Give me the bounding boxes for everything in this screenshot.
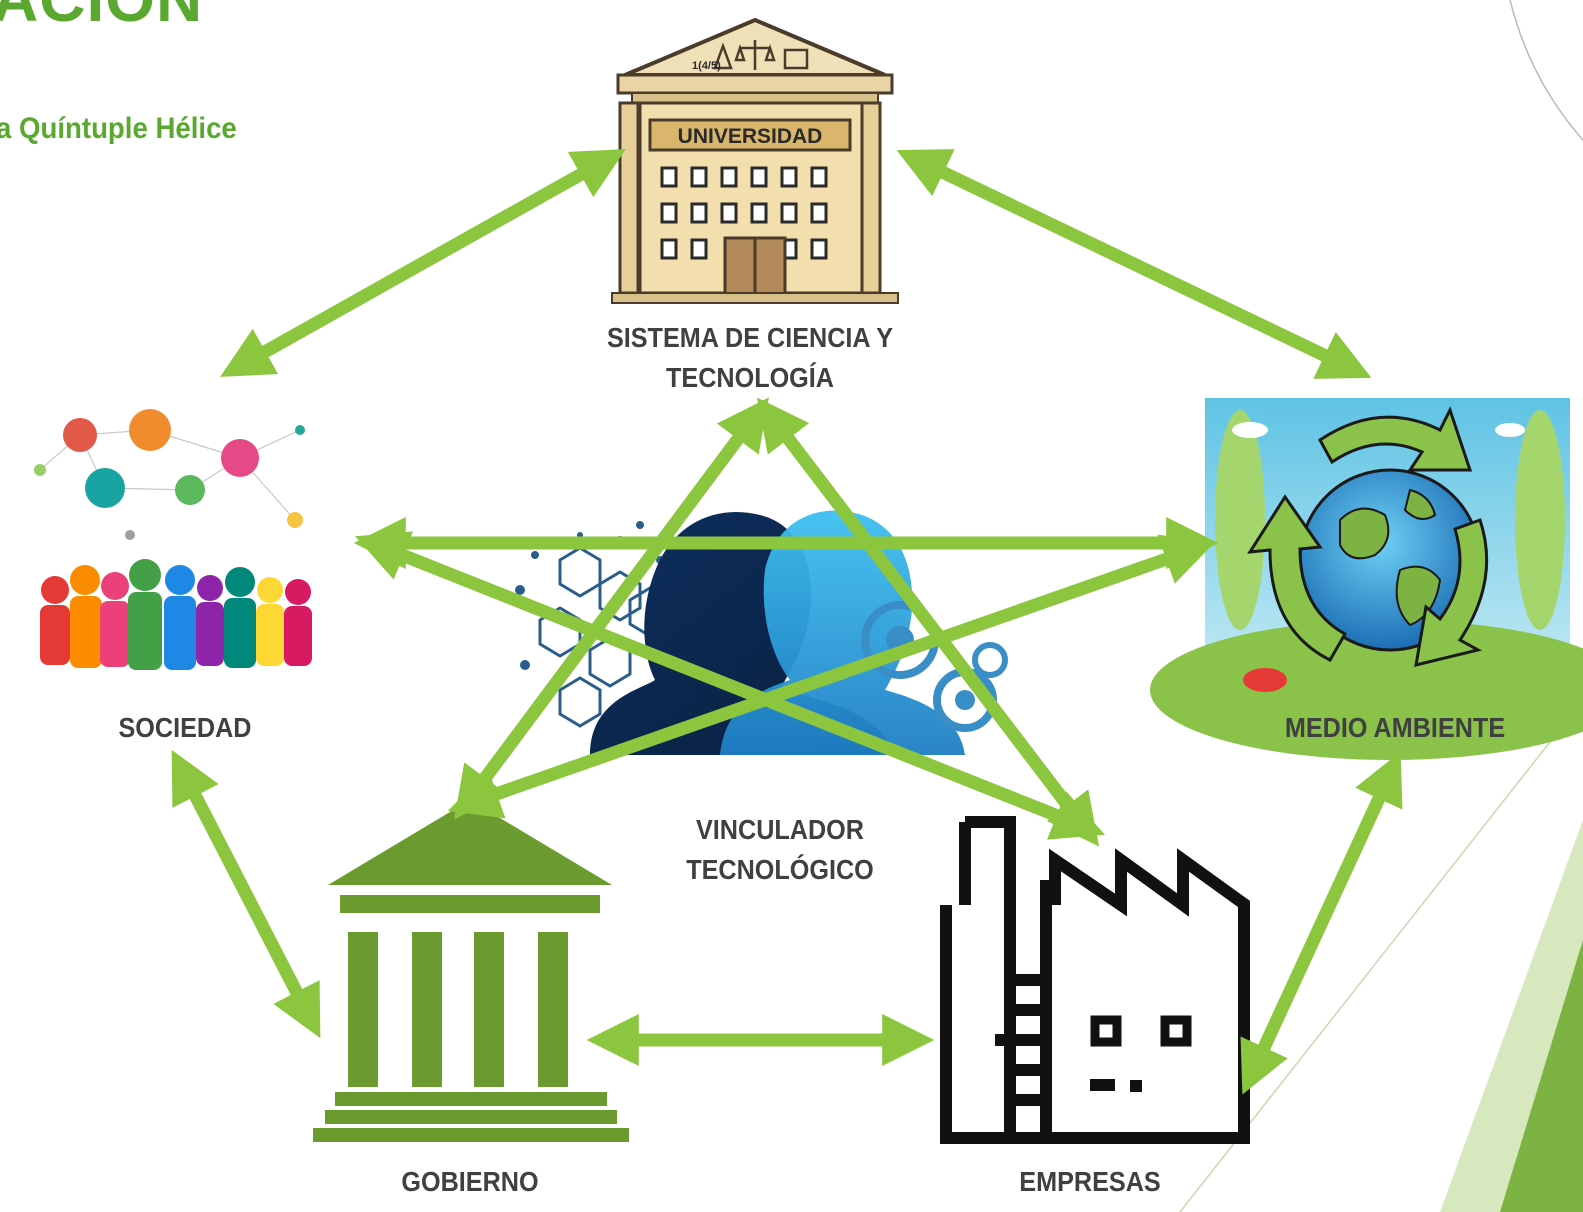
university-sign: UNIVERSIDAD bbox=[678, 125, 823, 148]
label-empresas: EMPRESAS bbox=[1019, 1166, 1161, 1197]
environment-recycle-globe-icon bbox=[1150, 398, 1583, 760]
label-universidad-line2: TECNOLOGÍA bbox=[665, 362, 834, 393]
arrow-medio-ambiente-empresas bbox=[1240, 751, 1403, 1095]
government-building-icon bbox=[313, 800, 629, 1142]
label-vinculador: VINCULADOR TECNOLÓGICO bbox=[645, 810, 915, 890]
society-people-icon bbox=[10, 398, 365, 683]
arrow-gobierno-universidad bbox=[454, 397, 769, 820]
label-vinculador-line2: TECNOLÓGICO bbox=[686, 854, 874, 885]
slide-subtitle: a Quíntuple Hélice bbox=[0, 112, 237, 145]
arrow-universidad-empresas bbox=[756, 397, 1100, 847]
slide-title: ACIÓN bbox=[0, 0, 203, 36]
label-universidad: SISTEMA DE CIENCIA Y TECNOLOGÍA bbox=[579, 318, 921, 398]
university-building-icon bbox=[611, 17, 899, 304]
connection-arrows bbox=[220, 149, 1403, 1095]
connection-arrows-2 bbox=[171, 397, 1219, 1039]
label-universidad-line1: SISTEMA DE CIENCIA Y bbox=[606, 322, 894, 353]
label-gobierno: GOBIERNO bbox=[401, 1166, 539, 1197]
factory-icon bbox=[940, 816, 1250, 1144]
arrow-sociedad-universidad bbox=[220, 149, 626, 377]
label-sociedad: SOCIEDAD bbox=[118, 712, 252, 743]
label-vinculador-line1: VINCULADOR bbox=[695, 814, 864, 845]
arrow-sociedad-gobierno-main bbox=[171, 749, 321, 1039]
factory-dot bbox=[1130, 1080, 1142, 1092]
arrow-universidad-medio-ambiente bbox=[896, 149, 1372, 379]
pediment-text: 1(4/5) bbox=[692, 60, 721, 72]
label-medio-ambiente: MEDIO AMBIENTE bbox=[1284, 712, 1506, 743]
